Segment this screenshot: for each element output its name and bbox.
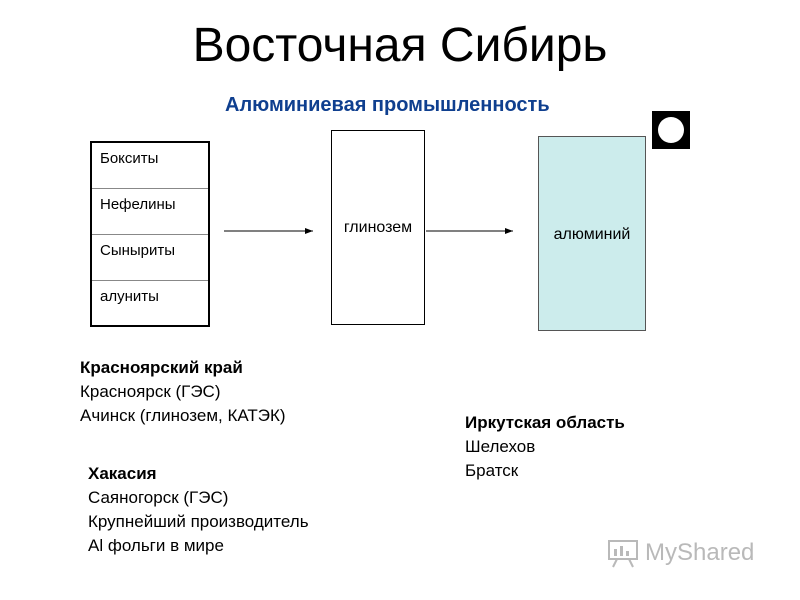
presentation-board-icon [608,540,638,568]
region-irkutsk-line-1: Шелехов [465,437,536,456]
ore-item-nepheline: Нефелины [92,189,208,235]
slide-subtitle: Алюминиевая промышленность [225,94,550,116]
region-khakassia-line-2: Крупнейший производитель [88,512,309,531]
region-irkutsk: Иркутская область Шелехов Братск [465,411,625,483]
ore-list-box: Бокситы Нефелины Сыныриты алуниты [90,141,210,327]
circle-in-square-icon [652,111,690,149]
alumina-box: глинозем [331,130,425,325]
watermark-text: MyShared [645,539,755,566]
watermark: MyShared [607,538,754,568]
ore-item-bauxite: Бокситы [92,143,208,189]
aluminium-box: алюминий [538,136,646,331]
aluminium-label: алюминий [553,226,631,243]
slide-title: Восточная Сибирь [192,19,608,72]
region-khakassia-line-3: Al фольги в мире [88,536,224,555]
ore-item-alunite: алуниты [100,288,159,305]
region-irkutsk-line-2: Братск [465,461,519,480]
region-krasnoyarsk: Красноярский край Красноярск (ГЭС) Ачинс… [80,356,286,428]
region-khakassia-line-1: Саяногорск (ГЭС) [88,488,229,507]
region-krasnoyarsk-name: Красноярский край [80,358,243,377]
alumina-label: глинозем [343,219,413,236]
circle-dot [658,117,684,143]
region-krasnoyarsk-line-2: Ачинск (глинозем, КАТЭК) [80,406,286,425]
region-khakassia-name: Хакасия [88,464,157,483]
region-krasnoyarsk-line-1: Красноярск (ГЭС) [80,382,221,401]
region-khakassia: Хакасия Саяногорск (ГЭС) Крупнейший прои… [88,462,309,558]
ore-item-synnyrite: Сыныриты [92,235,208,281]
region-irkutsk-name: Иркутская область [465,413,625,432]
